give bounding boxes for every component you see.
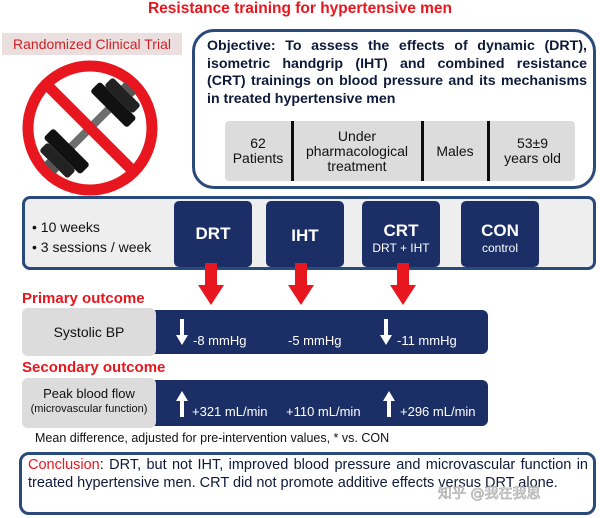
secondary-result-iht: +110 mL/min P > 0.05 [286, 389, 361, 449]
result-value: -11 mmHg [397, 333, 457, 348]
fact-patients: 62 Patients [232, 135, 284, 166]
red-down-arrow-icon [288, 263, 314, 305]
result-p: P > 0.05 [286, 434, 335, 449]
group-con: CON control [461, 201, 539, 267]
group-name: CRT [383, 221, 419, 240]
conclusion-text: Conclusion: DRT, but not IHT, improved b… [28, 456, 588, 492]
footnote: Mean difference, adjusted for pre-interv… [35, 431, 390, 445]
fact-sex: Males [436, 142, 474, 159]
secondary-results-band [150, 380, 488, 426]
conclusion-panel [19, 452, 596, 515]
result-value: +296 mL/min [400, 404, 476, 419]
primary-outcome-heading: Primary outcome [22, 290, 145, 307]
group-subtitle: DRT + IHT [372, 241, 430, 255]
primary-result-iht: -5 mmHg P > 0.05 [288, 318, 341, 378]
fact-divider [291, 121, 294, 181]
secondary-outcome-label: Peak blood flow (microvascular function) [22, 378, 156, 428]
group-iht: IHT [266, 201, 344, 267]
result-p: P < 0.05* [400, 434, 454, 449]
conclusion-body: : DRT, but not IHT, improved blood press… [28, 457, 588, 491]
secondary-result-crt: +296 mL/min P < 0.05* [400, 389, 476, 449]
secondary-label-main: Peak blood flow [43, 386, 135, 401]
primary-result-crt: -11 mmHg P < 0.05* [397, 318, 457, 378]
result-value: -8 mmHg [193, 333, 247, 348]
group-name: DRT [195, 224, 231, 243]
fact-age: 53±9 years old [504, 135, 561, 166]
white-up-arrow-icon [383, 391, 395, 417]
trial-type-badge: Randomized Clinical Trial [2, 33, 182, 55]
primary-outcome-label: Systolic BP [22, 308, 156, 356]
protocol-duration: • 10 weeks [32, 219, 100, 235]
watermark-text: 知乎 @我在我思 [438, 485, 540, 502]
primary-results-band [150, 310, 488, 354]
group-subtitle: control [481, 241, 519, 255]
red-down-arrow-icon [198, 263, 224, 305]
study-facts-bar: 62 Patients Under pharmacological treatm… [225, 121, 575, 181]
page-title: Resistance training for hypertensive men [147, 0, 453, 17]
result-p: P > 0.05 [288, 363, 337, 378]
group-name: IHT [291, 226, 319, 245]
conclusion-label: Conclusion [28, 457, 100, 473]
white-down-arrow-icon [176, 319, 188, 345]
secondary-result-drt: +321 mL/min P < 0.05* [192, 389, 268, 449]
white-down-arrow-icon [380, 319, 392, 345]
objective-text: Objective: To assess the effects of dyna… [207, 38, 587, 107]
fact-divider [487, 121, 490, 181]
result-value: +321 mL/min [192, 404, 268, 419]
result-value: +110 mL/min [286, 404, 361, 419]
result-p: P < 0.05* [397, 363, 451, 378]
secondary-outcome-heading: Secondary outcome [22, 359, 166, 376]
white-up-arrow-icon [176, 391, 188, 417]
objective-panel [192, 29, 596, 189]
no-weightlifting-icon [22, 60, 158, 196]
secondary-label-sub: (microvascular function) [30, 403, 148, 415]
fact-divider [421, 121, 424, 181]
result-value: -5 mmHg [288, 333, 342, 348]
protocol-frequency: • 3 sessions / week [32, 239, 152, 255]
primary-result-drt: -8 mmHg P < 0.05* [193, 318, 247, 378]
group-crt: CRT DRT + IHT [362, 201, 440, 267]
watermark: 知乎 @我在我思 [438, 485, 541, 503]
result-p: P < 0.05* [193, 363, 247, 378]
group-name: CON [481, 221, 519, 240]
group-drt: DRT [174, 201, 252, 267]
result-p: P < 0.05* [192, 434, 246, 449]
red-down-arrow-icon [390, 263, 416, 305]
fact-treatment: Under pharmacological treatment [306, 127, 408, 174]
